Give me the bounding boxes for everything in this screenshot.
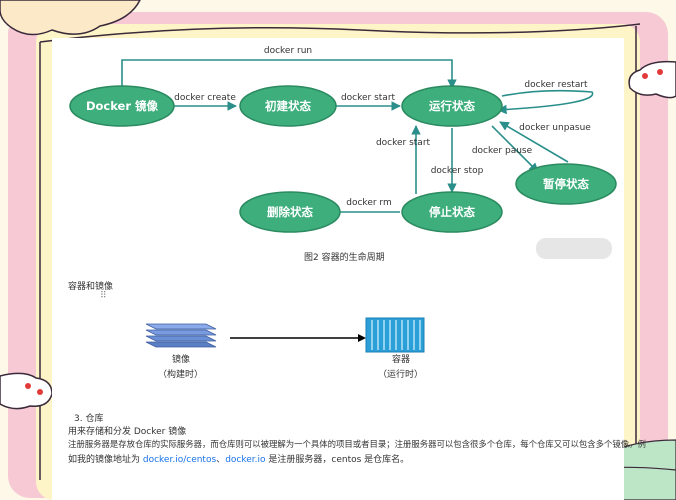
arrow-right-icon: [230, 334, 366, 342]
paragraph-registry: 注册服务器是存放仓库的实际服务器，而仓库则可以被理解为一个具体的项目或者目录；注…: [68, 439, 646, 449]
edge-docker-stop: docker stop: [431, 128, 484, 193]
container-sublabel: （运行时）: [378, 370, 424, 380]
edge-label-docker-stop: docker stop: [431, 166, 484, 176]
edge-label-docker-start-2: docker start: [376, 138, 431, 148]
edge-label-docker-run: docker run: [264, 46, 312, 56]
corner-bubble-top-left: [0, 0, 141, 36]
edge-docker-restart: docker restart: [497, 80, 594, 115]
image-sublabel: （构建时）: [158, 370, 204, 380]
edge-docker-create: docker create: [174, 93, 237, 111]
drag-handle-icon[interactable]: ⠿: [100, 291, 107, 301]
list-item-registry: 3. 仓库: [74, 414, 104, 424]
example-prefix: 如我的镜像地址为: [68, 455, 143, 465]
svg-text:停止状态: 停止状态: [429, 205, 475, 219]
example-separator: 、: [216, 455, 226, 465]
node-docker-image: Docker 镜像: [69, 85, 175, 127]
example-suffix: 是注册服务器，centos 是仓库名。: [265, 455, 410, 465]
svg-text:删除状态: 删除状态: [267, 205, 313, 219]
edge-docker-run: docker run: [121, 46, 457, 90]
edge-label-docker-pause: docker pause: [472, 146, 533, 156]
corner-bubble-right: [628, 60, 676, 99]
node-created: 初建状态: [239, 85, 337, 127]
container-label: 容器: [392, 355, 411, 365]
svg-text:Docker 镜像: Docker 镜像: [86, 99, 159, 113]
stacked-layers-icon: [145, 323, 217, 348]
link-docker-io[interactable]: docker.io: [225, 455, 266, 465]
image-label: 镜像: [172, 355, 191, 365]
image-to-container-illustration: [145, 317, 425, 353]
link-docker-io-centos[interactable]: docker.io/centos: [142, 455, 217, 465]
node-stopped: 停止状态: [401, 191, 503, 233]
container-lifecycle-diagram: docker run docker create docker start do…: [69, 46, 617, 259]
corner-bubble-left: [0, 372, 53, 410]
shipping-container-icon: [365, 317, 425, 353]
edge-docker-start-stopped: docker start: [376, 125, 431, 194]
paragraph-example: 如我的镜像地址为 docker.io/centos、docker.io 是注册服…: [68, 452, 409, 465]
edge-label-docker-restart: docker restart: [524, 80, 588, 90]
edge-label-docker-rm: docker rm: [346, 198, 391, 208]
svg-text:暂停状态: 暂停状态: [543, 177, 589, 191]
figure-caption: 图2 容器的生命周期: [304, 253, 385, 263]
placeholder-pill: [536, 238, 612, 259]
paragraph-purpose: 用来存储和分发 Docker 镜像: [68, 427, 187, 437]
edge-label-docker-unpause: docker unpasue: [519, 123, 591, 133]
svg-text:运行状态: 运行状态: [429, 99, 475, 113]
edge-label-docker-start: docker start: [341, 93, 396, 103]
edge-docker-unpause: docker unpasue: [499, 121, 591, 163]
edge-label-docker-create: docker create: [174, 93, 236, 103]
node-running: 运行状态: [401, 85, 503, 127]
section-heading: 容器和镜像: [68, 282, 114, 292]
node-paused: 暂停状态: [515, 163, 617, 205]
edge-docker-pause: docker pause: [472, 125, 539, 173]
svg-text:初建状态: 初建状态: [265, 99, 311, 113]
node-deleted: 删除状态: [239, 191, 341, 233]
